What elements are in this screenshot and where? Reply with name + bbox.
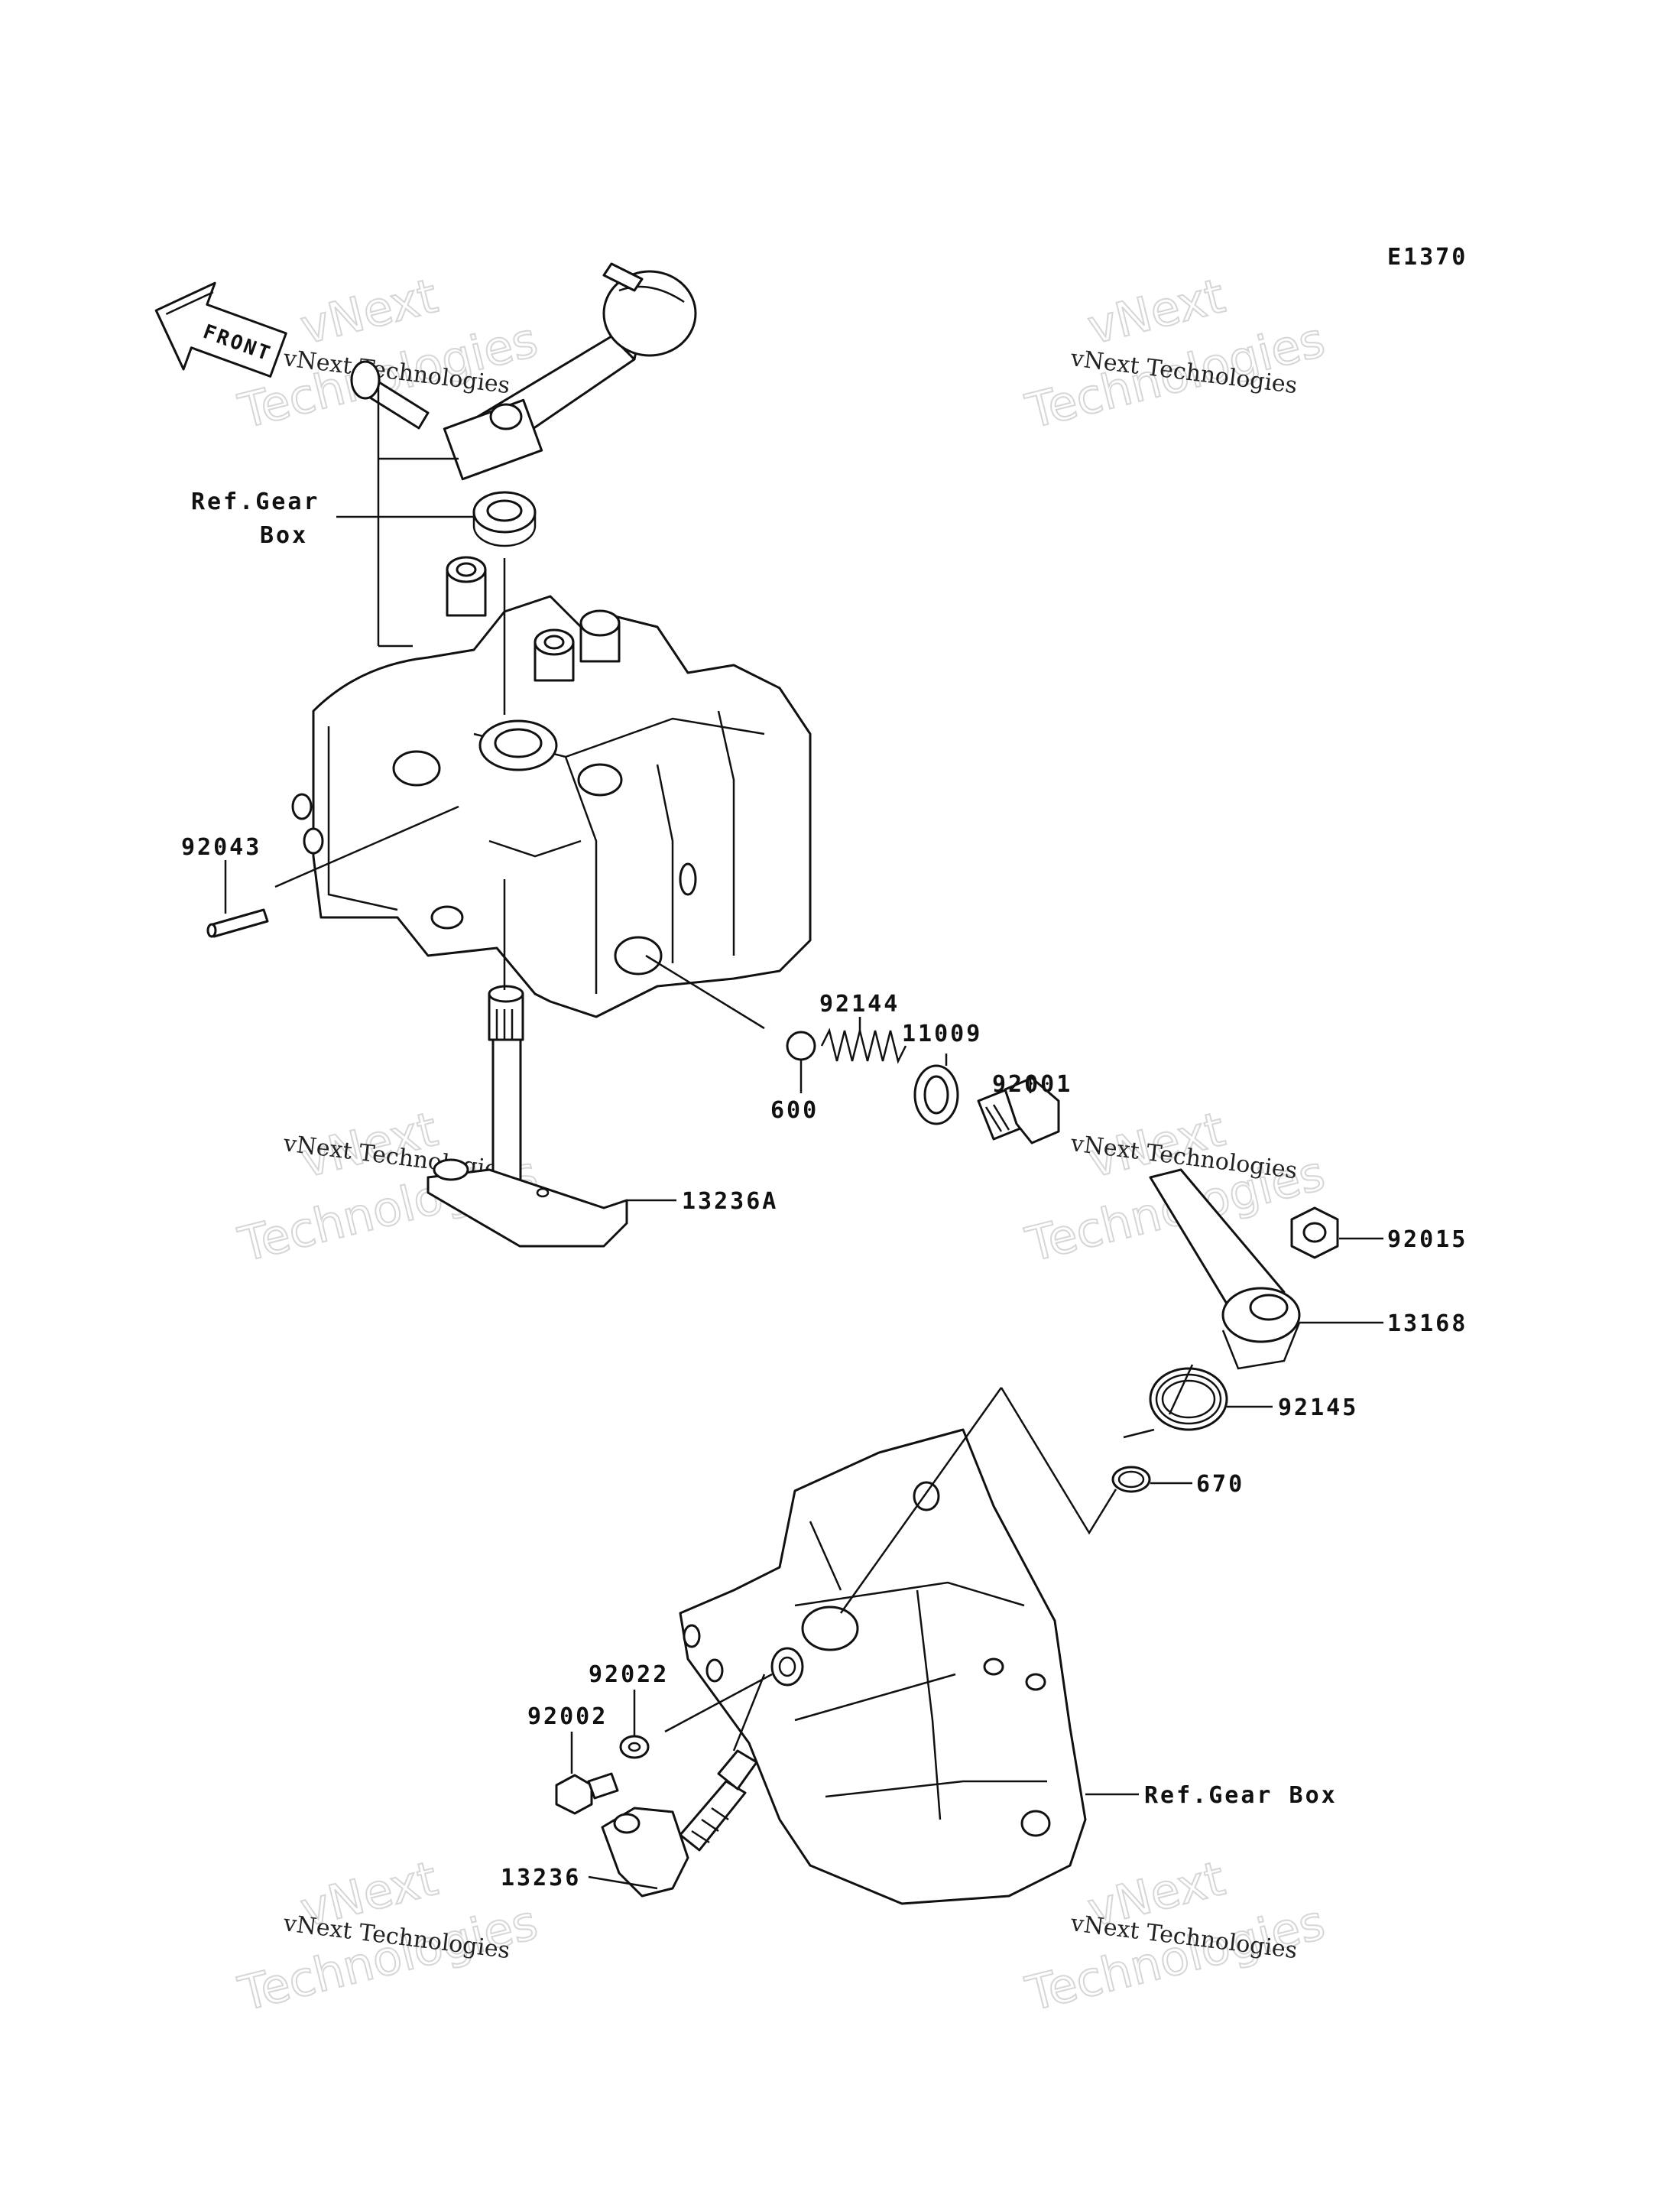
shaft-13236 bbox=[601, 1749, 758, 1898]
label-600: 600 bbox=[770, 1097, 819, 1124]
nut-92015 bbox=[1290, 1206, 1339, 1259]
watermark-bottom-right: vNext Technologies vNext Technologies bbox=[1020, 1849, 1331, 2023]
watermark-bottom-left: vNext Technologies vNext Technologies bbox=[232, 1849, 543, 2023]
label-ref-gear-box-bottom: Ref.Gear Box bbox=[1144, 1782, 1338, 1809]
washer-92022 bbox=[619, 1735, 650, 1759]
gear-box-housing-upper bbox=[291, 595, 812, 1018]
label-92144: 92144 bbox=[819, 991, 900, 1018]
circlip-670 bbox=[1111, 1466, 1151, 1493]
label-92043: 92043 bbox=[181, 834, 261, 861]
washer-11009 bbox=[913, 1064, 959, 1125]
label-13236: 13236 bbox=[501, 1865, 581, 1891]
label-ref-gear-box-top-line1: Ref.Gear bbox=[191, 489, 320, 515]
label-13168: 13168 bbox=[1387, 1310, 1468, 1337]
torsion-spring-92145 bbox=[1123, 1364, 1228, 1439]
gear-box-housing-lower bbox=[679, 1428, 1087, 1905]
label-92015: 92015 bbox=[1387, 1226, 1468, 1253]
label-92145: 92145 bbox=[1278, 1394, 1358, 1421]
label-92022: 92022 bbox=[589, 1661, 669, 1688]
leader-lines bbox=[224, 386, 1383, 1890]
pin-92043 bbox=[206, 908, 269, 938]
label-ref-gear-box-top-line2: Box bbox=[260, 522, 308, 549]
oil-seal-top bbox=[472, 491, 537, 547]
label-11009: 11009 bbox=[902, 1021, 982, 1047]
label-92002: 92002 bbox=[527, 1703, 608, 1730]
label-92001: 92001 bbox=[992, 1071, 1072, 1098]
spring-92144 bbox=[820, 1028, 907, 1064]
bolt-92002 bbox=[555, 1772, 619, 1815]
ball-600 bbox=[786, 1031, 816, 1061]
shift-lever-arm bbox=[443, 262, 697, 481]
diagram-code: E1370 bbox=[1387, 244, 1468, 271]
pinch-bolt bbox=[350, 360, 430, 430]
shift-shaft-13236A bbox=[426, 985, 628, 1248]
plug-bolt-92001 bbox=[977, 1076, 1060, 1144]
label-13236A: 13236A bbox=[682, 1188, 778, 1215]
lever-arm-13168 bbox=[1149, 1168, 1301, 1370]
gear-box-bosses bbox=[446, 556, 621, 682]
watermark-top-right: vNext Technologies vNext Technologies bbox=[1020, 267, 1331, 440]
label-670: 670 bbox=[1196, 1471, 1244, 1498]
